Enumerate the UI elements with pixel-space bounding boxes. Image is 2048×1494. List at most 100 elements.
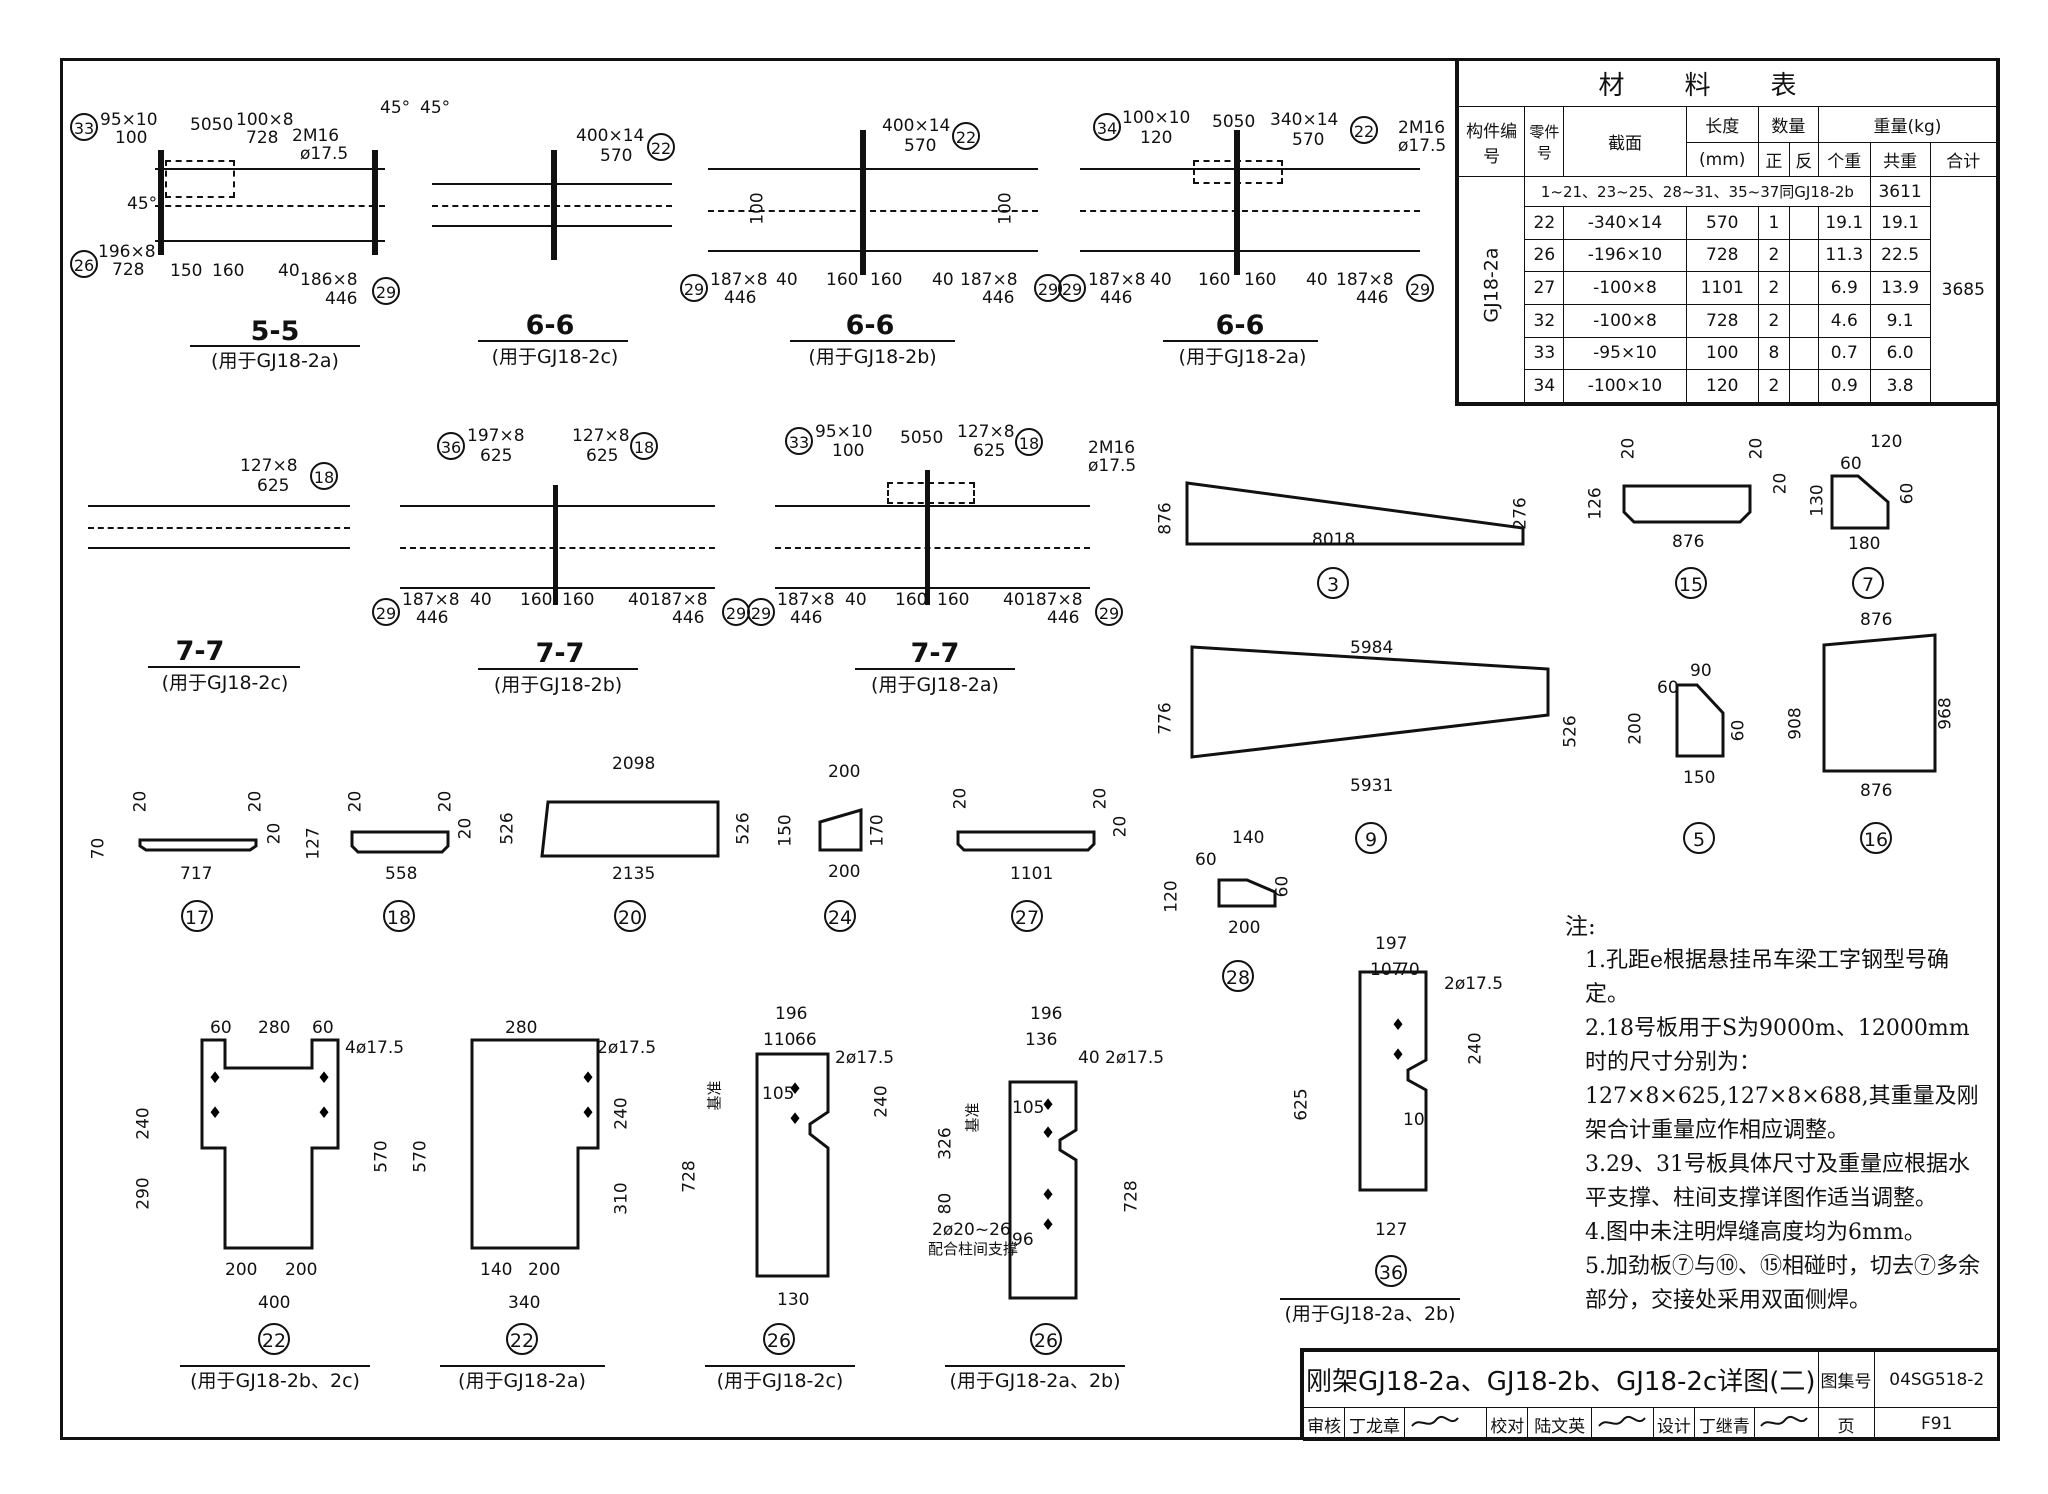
dim-label: 728 [1121, 1180, 1142, 1213]
dim-label: 276 [1510, 497, 1531, 530]
dim-label: 446 [724, 288, 757, 308]
title-underline [855, 668, 1015, 670]
plate-outline [540, 800, 720, 858]
dim-label: 126 [1585, 487, 1606, 520]
dim-label: 280 [505, 1018, 538, 1038]
beam-centerline [155, 205, 385, 207]
dim-label: 2M16 [292, 126, 340, 146]
plate-16-shape [1822, 633, 1937, 773]
dim-label: 96 [1012, 1230, 1034, 1250]
cell-length: 570 [1685, 206, 1759, 240]
dim-label: 127×8 [240, 456, 298, 476]
beam-centerline [1080, 210, 1420, 212]
bolt-hole-icon: ♦ [788, 1109, 802, 1128]
cell-length: 100 [1685, 336, 1759, 371]
dim-label: 200 [828, 762, 861, 782]
designer-signature [1753, 1407, 1819, 1441]
summary-total: 3611 [1869, 176, 1931, 207]
dim-label: 5050 [900, 428, 944, 448]
dim-label: 400×14 [576, 126, 645, 146]
dim-label: 196×8 [98, 242, 156, 262]
plate-7-shape [1830, 474, 1890, 530]
cell-unit: 0.7 [1817, 336, 1871, 371]
dim-label: 570 [371, 1140, 392, 1173]
atlas-no: 04SG518-2 [1873, 1351, 2000, 1408]
dim-label: 197×8 [467, 426, 525, 446]
dim-label: 526 [1560, 715, 1581, 748]
part-marker: 29 [1406, 274, 1434, 302]
dim-label: 170 [867, 814, 888, 847]
stiffener-plate [553, 485, 558, 605]
dim-label: 10 [1403, 1110, 1425, 1130]
dim-label: 187×8 [960, 270, 1018, 290]
dim-label: 200 [1228, 918, 1261, 938]
cell-total: 6.0 [1869, 336, 1931, 371]
plate-number: 5 [1683, 822, 1715, 854]
dim-label: 20 [435, 790, 456, 813]
detail-number: 22 [506, 1323, 538, 1355]
beam-centerline [775, 547, 1090, 549]
title-underline [1280, 1298, 1460, 1300]
dim-label: 240 [611, 1097, 632, 1130]
part-marker: 18 [1015, 428, 1043, 456]
dim-label: 127 [1375, 1220, 1408, 1240]
dim-label: 570 [600, 146, 633, 166]
section-note: (用于GJ18-2a) [871, 674, 999, 696]
detail-note: (用于GJ18-2b、2c) [190, 1370, 360, 1392]
plate-outline [1190, 645, 1550, 759]
dim-label: 200 [285, 1260, 318, 1280]
dim-label: 60 [1728, 719, 1749, 742]
dim-label: 240 [1465, 1032, 1486, 1065]
detail-note: (用于GJ18-2a、2b) [949, 1370, 1121, 1392]
cell-part: 22 [1524, 206, 1565, 240]
cell-neg [1788, 238, 1819, 273]
cell-neg [1788, 271, 1819, 305]
title-underline [790, 340, 955, 342]
dim-label: 40 [845, 590, 867, 610]
dim-label: 400×14 [882, 116, 951, 136]
drawing-title: 刚架GJ18-2a、GJ18-2b、GJ18-2c详图(二) [1303, 1351, 1819, 1408]
page-no: F91 [1873, 1407, 2000, 1441]
dim-label: 45° [380, 98, 411, 118]
note-item: 2.18号板用于S为9000m、12000mm时的尺寸分别为：127×8×625… [1585, 1016, 1979, 1143]
dim-label: 100 [832, 441, 865, 461]
dim-label: 340×14 [1270, 110, 1339, 130]
cell-part: 34 [1524, 369, 1565, 403]
cell-length: 728 [1685, 238, 1759, 273]
detail-note: (用于GJ18-2a、2b) [1284, 1303, 1456, 1325]
dim-label: 200 [225, 1260, 258, 1280]
plate-outline [755, 1052, 830, 1278]
detail-note: (用于GJ18-2c) [716, 1370, 844, 1392]
dim-label: 570 [1292, 130, 1325, 150]
dim-label: 446 [416, 608, 449, 628]
dim-label: 340 [508, 1293, 541, 1313]
dim-label: ø17.5 [1088, 456, 1137, 476]
part-marker: 33 [70, 113, 98, 141]
dim-label: 310 [611, 1182, 632, 1215]
plate-3-shape [1185, 481, 1525, 546]
dim-label: 187×8 [1088, 270, 1146, 290]
dim-label: 196 [775, 1004, 808, 1024]
dim-label: 187×8 [1025, 590, 1083, 610]
cell-total: 22.5 [1869, 238, 1931, 273]
signature-mark [1411, 1415, 1460, 1427]
plate-9-shape [1190, 645, 1550, 759]
dim-label: 776 [1155, 702, 1176, 735]
dim-label: 876 [1155, 502, 1176, 535]
dim-label: 180 [1848, 534, 1881, 554]
stiffener-plate [1234, 130, 1240, 275]
detail-26b-shape: ♦♦♦♦ [1008, 1080, 1078, 1300]
dim-label: 196 [1030, 1004, 1063, 1024]
plate-number: 20 [614, 900, 646, 932]
signature-stroke [1598, 1415, 1647, 1427]
title-block: 刚架GJ18-2a、GJ18-2b、GJ18-2c详图(二) 图集号 04SG5… [1300, 1348, 2000, 1441]
dim-label: 80 [935, 1192, 956, 1215]
dim-label: 20 [1746, 437, 1767, 460]
dim-label: 728 [679, 1160, 700, 1193]
dim-label: 2098 [612, 754, 656, 774]
bolt-hole-icon: ♦ [1391, 1045, 1405, 1064]
cell-unit: 11.3 [1817, 238, 1871, 273]
bolt-hole-icon: ♦ [317, 1103, 331, 1122]
